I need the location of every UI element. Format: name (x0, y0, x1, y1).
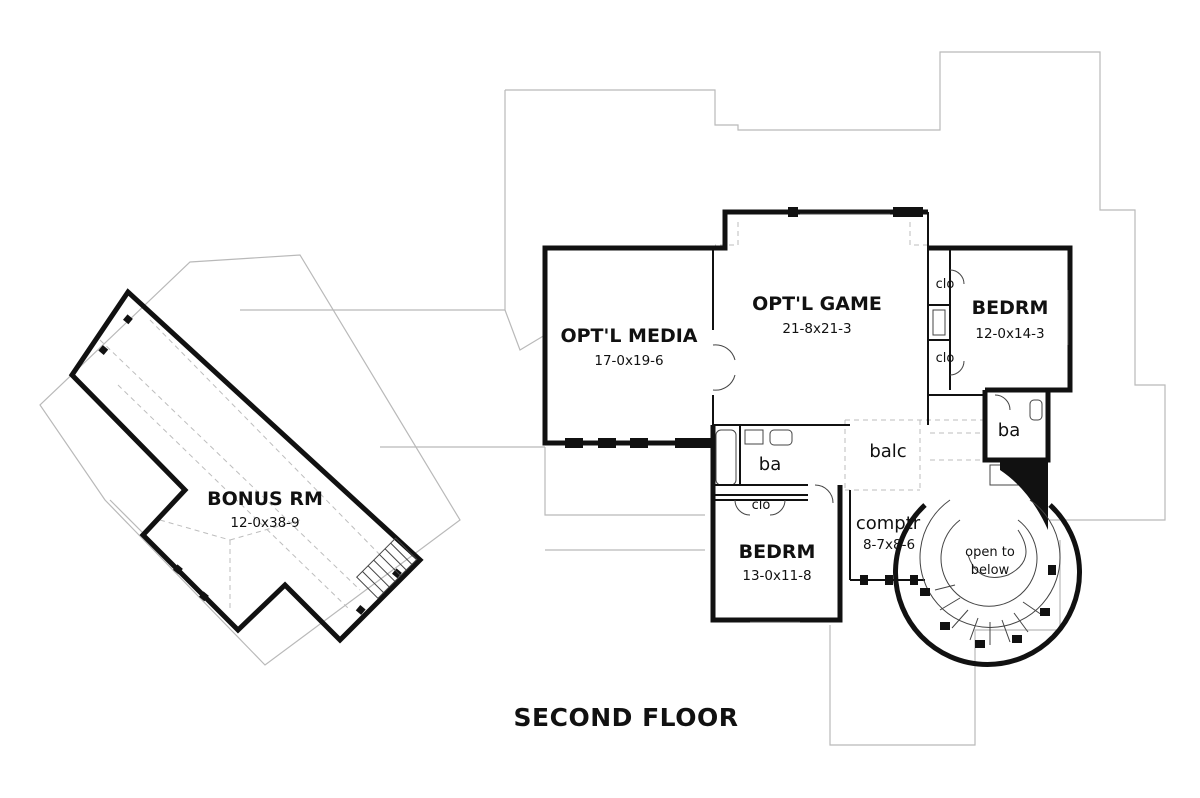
bath-label-2: ba (998, 420, 1020, 441)
bonus-room-name: BONUS RM (207, 488, 323, 510)
media-room-dims: 17-0x19-6 (594, 353, 663, 369)
bonus-room-label: BONUS RM 12-0x38-9 (207, 488, 323, 531)
media-room-name: OPT'L MEDIA (560, 325, 697, 347)
bath-label-1: ba (759, 454, 781, 475)
closet-label-3: clo (752, 498, 771, 513)
stair-tower (893, 460, 1082, 668)
plan-title: SECOND FLOOR (514, 703, 739, 732)
east-bedroom-label: BEDRM 12-0x14-3 (972, 297, 1049, 342)
comptr-walls (849, 490, 925, 585)
bonus-room-dims: 12-0x38-9 (230, 515, 299, 531)
east-bedroom-dims: 12-0x14-3 (975, 326, 1044, 342)
media-room-label: OPT'L MEDIA 17-0x19-6 (560, 325, 697, 369)
south-bedroom-walls (713, 485, 841, 623)
roof-outline (39, 51, 1166, 746)
media-room-walls (542, 209, 928, 448)
game-room-dims: 21-8x21-3 (782, 321, 851, 337)
bonus-room-walls (68, 288, 424, 644)
closet-label-1: clo (936, 277, 955, 292)
open-to-below-line2: below (971, 563, 1010, 578)
open-to-below-line1: open to (965, 545, 1015, 560)
balcony-label: balc (869, 441, 906, 462)
east-bedroom-walls (928, 245, 1073, 396)
comptr-label: comptr 8-7x8-6 (856, 513, 921, 553)
comptr-dims: 8-7x8-6 (863, 537, 915, 553)
south-bedroom-dims: 13-0x11-8 (742, 568, 811, 584)
south-bedroom-label: BEDRM 13-0x11-8 (739, 541, 816, 584)
closet-label-2: clo (936, 351, 955, 366)
south-bedroom-name: BEDRM (739, 541, 816, 563)
comptr-name: comptr (856, 513, 921, 534)
game-room-name: OPT'L GAME (752, 293, 882, 315)
east-bedroom-name: BEDRM (972, 297, 1049, 319)
game-room-walls (713, 207, 929, 426)
game-room-label: OPT'L GAME 21-8x21-3 (752, 293, 882, 337)
dashed-lines (99, 222, 985, 611)
